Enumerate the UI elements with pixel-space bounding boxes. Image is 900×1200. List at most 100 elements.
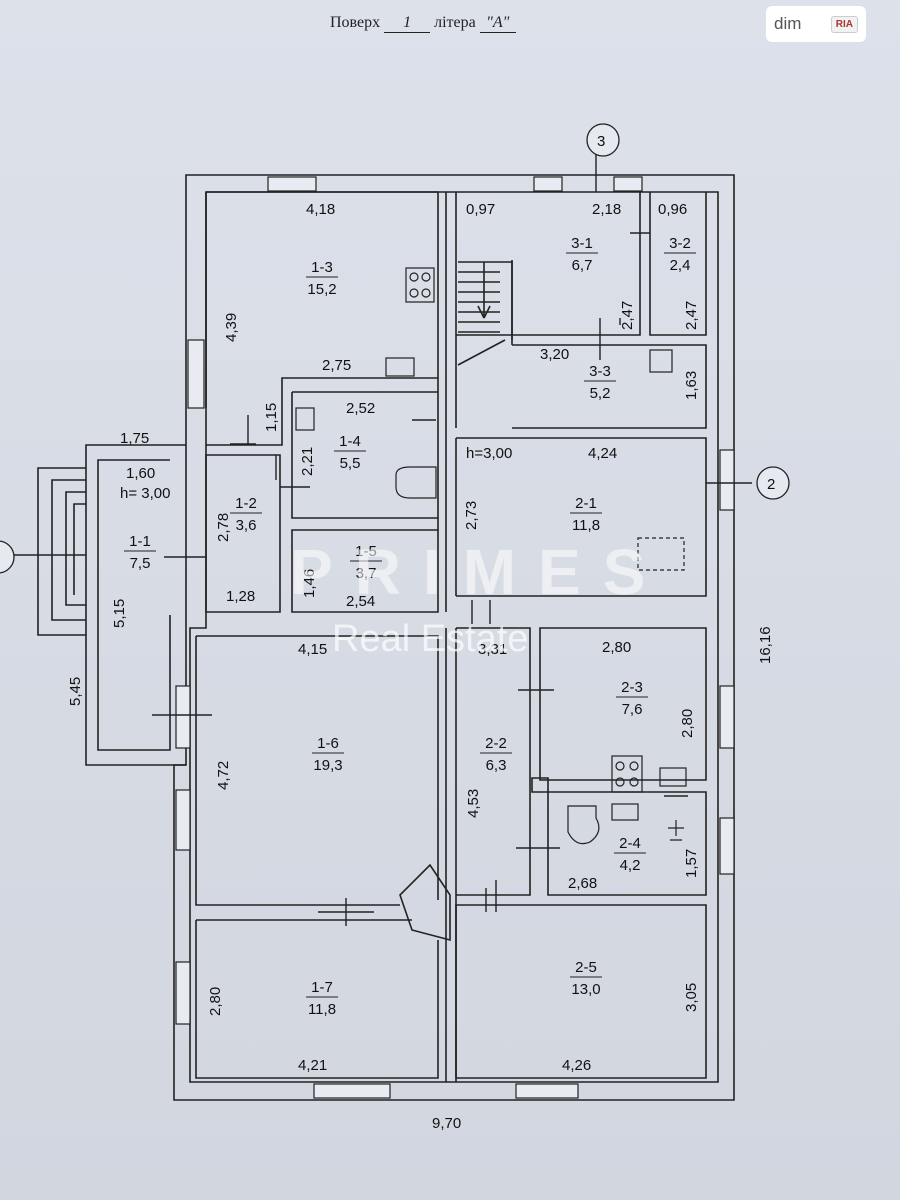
dim: 1,75 — [120, 430, 149, 447]
room-id-label: 2-3 — [621, 679, 643, 696]
window — [187, 339, 205, 409]
corner-stairs — [399, 863, 451, 942]
dim: 1,60 — [126, 465, 155, 482]
floor-value: 1 — [384, 14, 431, 33]
dim: 4,21 — [298, 1057, 327, 1074]
room-1-6-wall — [195, 635, 439, 921]
room-2-1-wall — [456, 437, 707, 597]
room-1-3-wall — [205, 191, 439, 530]
logo-text: dim — [774, 14, 802, 33]
sink-icon — [659, 767, 687, 787]
dim: 5,15 — [111, 599, 128, 628]
room-1-4-wall — [291, 391, 438, 519]
dim: 2,73 — [463, 501, 480, 530]
room-3-1-wall — [456, 192, 707, 336]
dim: 3,20 — [540, 346, 569, 363]
axis-marker-1 — [0, 540, 15, 574]
shower-icon — [668, 820, 684, 841]
dim: 4,24 — [588, 445, 617, 462]
room-id-label: 3-2 — [669, 235, 691, 252]
room-area-label: 19,3 — [313, 757, 342, 774]
dim: 2,80 — [679, 709, 696, 738]
room-id-label: 2-4 — [619, 835, 641, 852]
window — [175, 961, 191, 1025]
extension-wall-inner — [97, 459, 171, 751]
dim: 2,75 — [322, 357, 351, 374]
floor-label: Поверх — [330, 14, 381, 31]
dim: 1,15 — [263, 403, 280, 432]
window — [613, 176, 643, 192]
stove-icon — [405, 267, 435, 303]
room-id-label: 3-1 — [571, 235, 593, 252]
toilet-icon — [567, 805, 600, 845]
dim: 5,45 — [67, 677, 84, 706]
room-id-label: 1-2 — [235, 495, 257, 512]
dim: 2,52 — [346, 400, 375, 417]
window — [719, 817, 735, 875]
window — [267, 176, 317, 192]
dim: h=3,00 — [466, 445, 512, 462]
room-area-label: 11,8 — [308, 1001, 336, 1018]
stairs — [457, 261, 513, 366]
room-2-4-wall — [547, 791, 707, 896]
room-area-label: 6,3 — [486, 757, 507, 774]
outer-wall-inner — [189, 191, 719, 1083]
dim: 2,80 — [207, 987, 224, 1016]
room-id-label: 1-5 — [355, 543, 377, 560]
room-2-2-wall — [456, 627, 707, 896]
dim: 0,96 — [658, 201, 687, 218]
stove-icon — [611, 755, 643, 793]
watermark-real-estate: Real Estate — [332, 618, 529, 660]
room-area-label: 5,2 — [590, 385, 611, 402]
chute — [531, 777, 549, 793]
watermark-primes: PRIMES — [290, 536, 668, 608]
axis-label-2: 2 — [767, 476, 775, 493]
letter-label: літера — [434, 14, 476, 31]
dim: 2,47 — [619, 301, 636, 330]
dim: 1,28 — [226, 588, 255, 605]
dim: 0,97 — [466, 201, 495, 218]
dim: 4,72 — [215, 761, 232, 790]
room-2-5-wall — [455, 904, 707, 1079]
room-id-label: 2-1 — [575, 495, 597, 512]
room-id-label: 1-3 — [311, 259, 333, 276]
dim: 1,46 — [301, 569, 318, 598]
room-id-label: 2-2 — [485, 735, 507, 752]
dim: 2,18 — [592, 201, 621, 218]
dim: 4,39 — [223, 313, 240, 342]
room-id-label: 1-1 — [129, 533, 151, 550]
toilet-icon — [395, 466, 437, 499]
dim-ria-logo[interactable]: dim RIA — [766, 6, 866, 42]
room-1-7-wall — [195, 920, 439, 1079]
middle-wall — [445, 192, 457, 1082]
dim: 4,18 — [306, 201, 335, 218]
room-3-3-wall — [511, 260, 707, 429]
room-area-label: 3,6 — [236, 517, 257, 534]
logo-badge: RIA — [830, 15, 858, 33]
window — [175, 789, 191, 851]
floor-header: Поверх 1 літера "А" — [330, 14, 516, 33]
dim: 4,15 — [298, 641, 327, 658]
room-id-label: 1-6 — [317, 735, 339, 752]
room-area-label: 7,6 — [622, 701, 643, 718]
window — [719, 449, 735, 511]
room-area-label: 13,0 — [571, 981, 600, 998]
room-area-label: 7,5 — [130, 555, 151, 572]
room-id-label: 1-4 — [339, 433, 361, 450]
sink-icon — [385, 357, 415, 377]
boiler-icon — [649, 349, 673, 373]
window — [533, 176, 563, 192]
dim: 2,78 — [215, 513, 232, 542]
window — [313, 1083, 391, 1099]
sink-icon — [611, 803, 639, 821]
room-area-label: 2,4 — [670, 257, 691, 274]
dim: 3,31 — [478, 641, 507, 658]
room-area-label: 5,5 — [340, 455, 361, 472]
dim: 3,05 — [683, 983, 700, 1012]
room-area-label: 11,8 — [572, 517, 600, 534]
dim: 2,68 — [568, 875, 597, 892]
room-id-label: 1-7 — [311, 979, 333, 996]
axis-label-3: 3 — [597, 133, 605, 150]
